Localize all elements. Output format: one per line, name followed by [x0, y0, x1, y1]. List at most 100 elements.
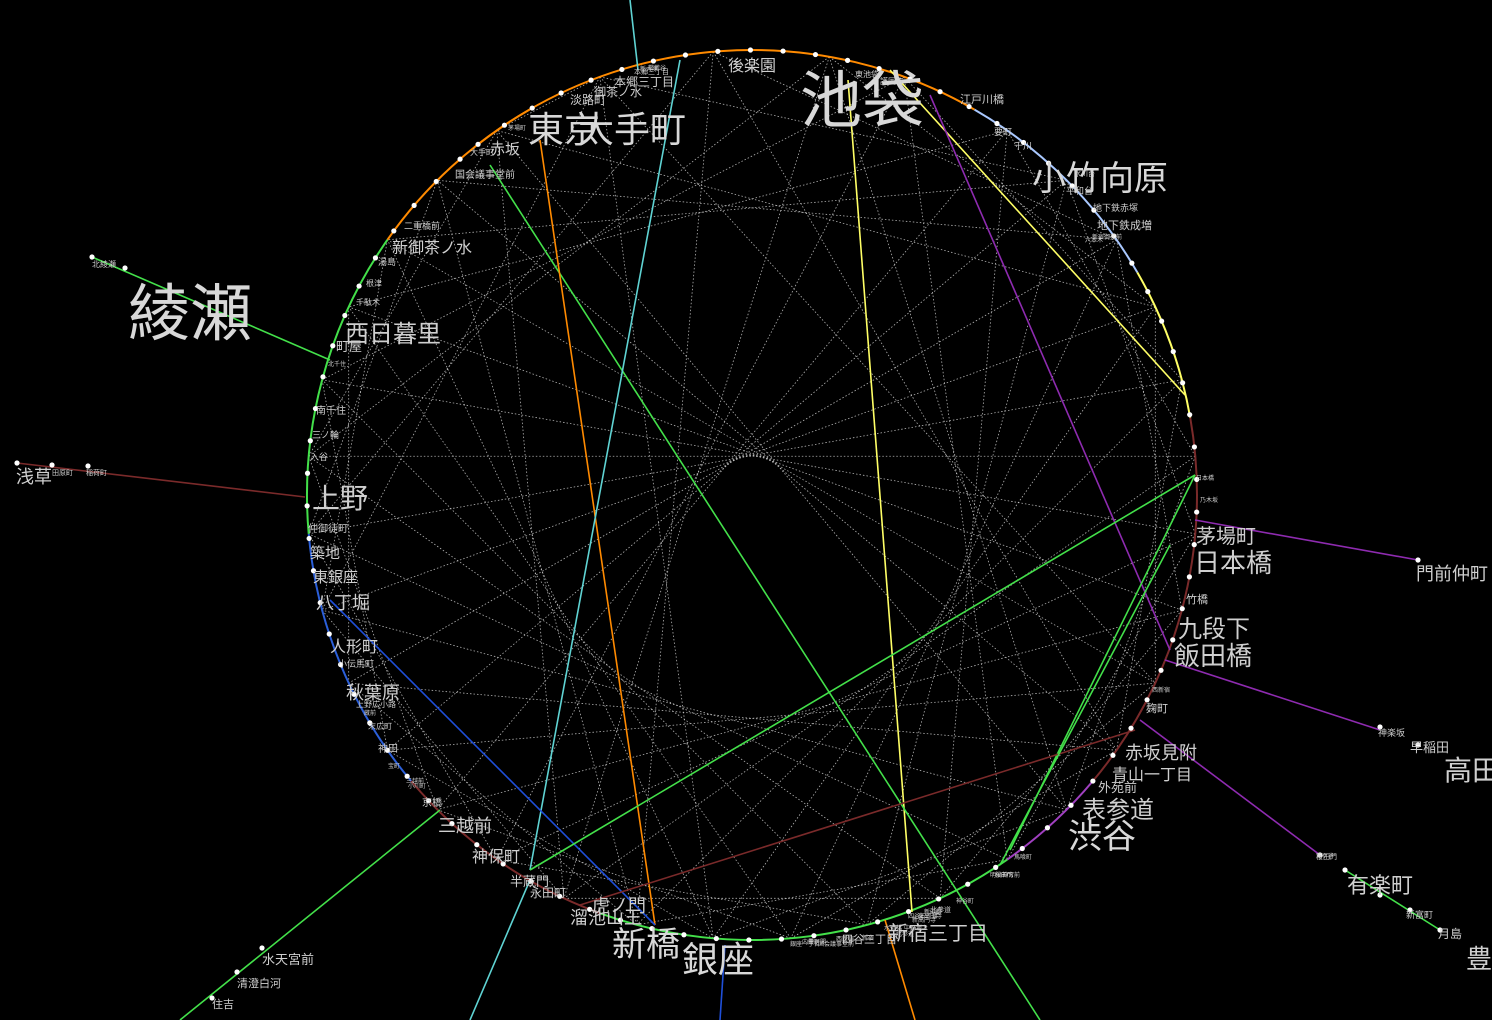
- station-dot[interactable]: [529, 105, 535, 111]
- station-dot[interactable]: [1145, 288, 1151, 295]
- station-dot[interactable]: [501, 122, 508, 128]
- station-dot[interactable]: [1068, 802, 1074, 808]
- station-dot[interactable]: [617, 917, 624, 923]
- station-dot[interactable]: [500, 861, 506, 867]
- station-dot[interactable]: [1129, 260, 1135, 266]
- station-dot[interactable]: [1415, 557, 1421, 563]
- station-dot[interactable]: [351, 691, 357, 697]
- station-dot[interactable]: [1020, 139, 1027, 146]
- station-dot[interactable]: [937, 89, 943, 95]
- station-dot[interactable]: [1187, 412, 1193, 418]
- station-dot[interactable]: [1186, 574, 1193, 580]
- station-dot[interactable]: [1128, 725, 1134, 731]
- station-dot[interactable]: [1194, 509, 1200, 515]
- station-dot[interactable]: [1091, 207, 1097, 213]
- station-dot[interactable]: [367, 720, 373, 726]
- station-dot[interactable]: [557, 893, 563, 899]
- station-dot[interactable]: [811, 933, 817, 939]
- station-dot[interactable]: [259, 945, 265, 951]
- station-dot[interactable]: [356, 283, 362, 289]
- station-dot[interactable]: [1170, 637, 1176, 643]
- station-dot[interactable]: [843, 927, 849, 933]
- station-dot[interactable]: [715, 48, 721, 54]
- station-dot[interactable]: [1111, 233, 1117, 239]
- station-dot[interactable]: [307, 438, 313, 444]
- station-dot[interactable]: [209, 995, 215, 1001]
- station-dot[interactable]: [907, 76, 913, 82]
- station-dot[interactable]: [558, 90, 564, 96]
- station-dot[interactable]: [1342, 867, 1348, 873]
- station-dot[interactable]: [965, 881, 971, 887]
- station-dot[interactable]: [619, 66, 625, 73]
- station-dot[interactable]: [876, 65, 882, 72]
- station-dot[interactable]: [587, 906, 593, 912]
- station-dot[interactable]: [1179, 606, 1185, 612]
- station-dot[interactable]: [475, 141, 481, 147]
- station-dot[interactable]: [411, 202, 417, 209]
- station-dot[interactable]: [778, 936, 785, 942]
- station-dot[interactable]: [234, 969, 240, 975]
- station-dot[interactable]: [337, 661, 344, 668]
- station-dot[interactable]: [457, 156, 463, 162]
- station-dot[interactable]: [474, 842, 480, 848]
- station-dot[interactable]: [404, 773, 410, 779]
- station-dot[interactable]: [713, 935, 719, 942]
- station-dot[interactable]: [49, 462, 55, 468]
- station-dot[interactable]: [1144, 697, 1150, 703]
- station-dot[interactable]: [682, 52, 689, 58]
- station-dot[interactable]: [875, 919, 881, 925]
- station-dot[interactable]: [1377, 892, 1383, 898]
- station-dot[interactable]: [433, 178, 439, 185]
- station-dot[interactable]: [1437, 927, 1443, 933]
- station-dot[interactable]: [1069, 183, 1075, 189]
- station-dot[interactable]: [85, 463, 91, 469]
- station-dot[interactable]: [1159, 318, 1165, 324]
- station-dot[interactable]: [122, 265, 128, 271]
- station-dot[interactable]: [384, 747, 391, 753]
- station-dot[interactable]: [372, 255, 379, 261]
- station-dot[interactable]: [1019, 845, 1025, 852]
- station-dot[interactable]: [1191, 542, 1197, 548]
- station-dot[interactable]: [528, 878, 534, 884]
- station-dot[interactable]: [1415, 742, 1421, 748]
- station-dot[interactable]: [320, 374, 326, 380]
- station-dot[interactable]: [1044, 825, 1051, 831]
- station-dot[interactable]: [342, 312, 348, 319]
- station-dot[interactable]: [326, 631, 332, 637]
- station-dot[interactable]: [306, 535, 312, 542]
- station-dot[interactable]: [780, 48, 786, 54]
- station-dot[interactable]: [1170, 348, 1176, 355]
- station-dot[interactable]: [312, 405, 319, 412]
- station-dot[interactable]: [649, 925, 655, 932]
- station-dot[interactable]: [1191, 444, 1197, 450]
- station-dot[interactable]: [994, 120, 1000, 127]
- station-dot[interactable]: [330, 343, 336, 349]
- station-dot[interactable]: [310, 568, 317, 574]
- station-dot[interactable]: [812, 51, 819, 58]
- station-dot[interactable]: [449, 821, 455, 827]
- station-dot[interactable]: [1110, 752, 1116, 758]
- station-dot[interactable]: [317, 600, 323, 606]
- station-dot[interactable]: [1317, 852, 1323, 858]
- station-dot[interactable]: [746, 937, 752, 943]
- station-dot[interactable]: [391, 228, 397, 234]
- station-dot[interactable]: [936, 896, 942, 902]
- station-dot[interactable]: [650, 58, 657, 64]
- station-dot[interactable]: [89, 254, 95, 260]
- station-dot[interactable]: [1407, 907, 1413, 913]
- station-dot[interactable]: [304, 503, 310, 509]
- station-dot[interactable]: [993, 864, 999, 870]
- station-dot[interactable]: [426, 798, 432, 804]
- station-dot[interactable]: [304, 470, 311, 476]
- station-dot[interactable]: [1377, 724, 1383, 730]
- station-dot[interactable]: [681, 932, 687, 938]
- station-dot[interactable]: [1158, 667, 1164, 673]
- station-dot[interactable]: [747, 47, 754, 53]
- station-dot[interactable]: [1046, 160, 1052, 166]
- station-dot[interactable]: [844, 57, 851, 63]
- station-dot[interactable]: [14, 460, 20, 466]
- station-dot[interactable]: [905, 908, 912, 915]
- station-dot[interactable]: [966, 103, 972, 110]
- station-dot[interactable]: [1090, 778, 1096, 784]
- station-dot[interactable]: [1180, 380, 1186, 386]
